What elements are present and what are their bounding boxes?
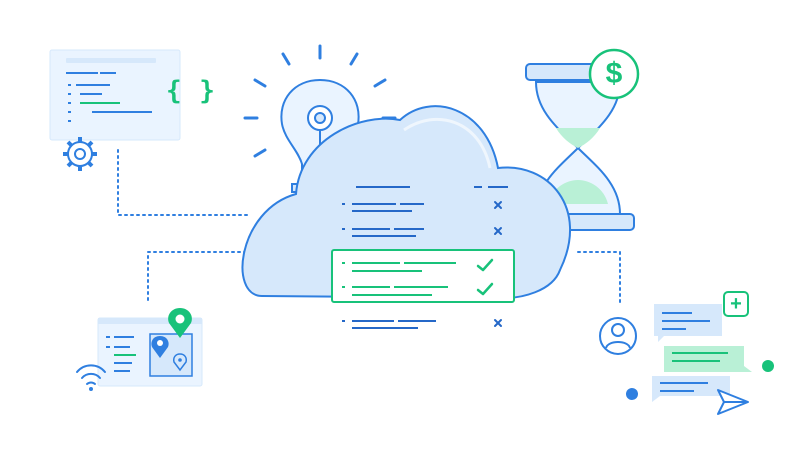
check-icon [476,282,494,296]
dollar-icon: $ [605,57,623,90]
code-window [49,49,181,141]
location-pin-icon [168,308,192,338]
completed-tasks-box [331,249,515,303]
check-icon [476,258,494,272]
status-dot-green [762,360,774,372]
list-header [356,186,508,188]
status-dot-blue [626,388,638,400]
plus-icon: + [730,293,742,315]
connector-map [147,251,249,301]
cross-icon [494,227,502,235]
add-button-frame [723,291,749,317]
user-avatar-icon [599,317,637,355]
code-braces-icon: { } [166,76,216,106]
send-icon [717,389,749,415]
connector-chat [577,251,621,306]
dollar-coin-icon [588,48,640,100]
chat-bubble [652,376,730,402]
cross-icon [494,319,502,327]
bulb-rays [243,44,397,158]
chat-bubble [654,304,722,342]
map-pin-icon [173,353,187,372]
cross-icon [494,201,502,209]
chat-bubble-green [664,346,752,372]
cloud-task-list [342,186,508,237]
gear-icon [63,137,97,171]
connector-code [117,149,249,216]
wifi-icon [76,364,106,391]
map-window [97,317,203,387]
list-item [342,203,424,212]
map-pin-icon [151,336,169,358]
connector-lines [117,149,621,306]
list-item [342,320,436,329]
list-item [342,228,424,237]
